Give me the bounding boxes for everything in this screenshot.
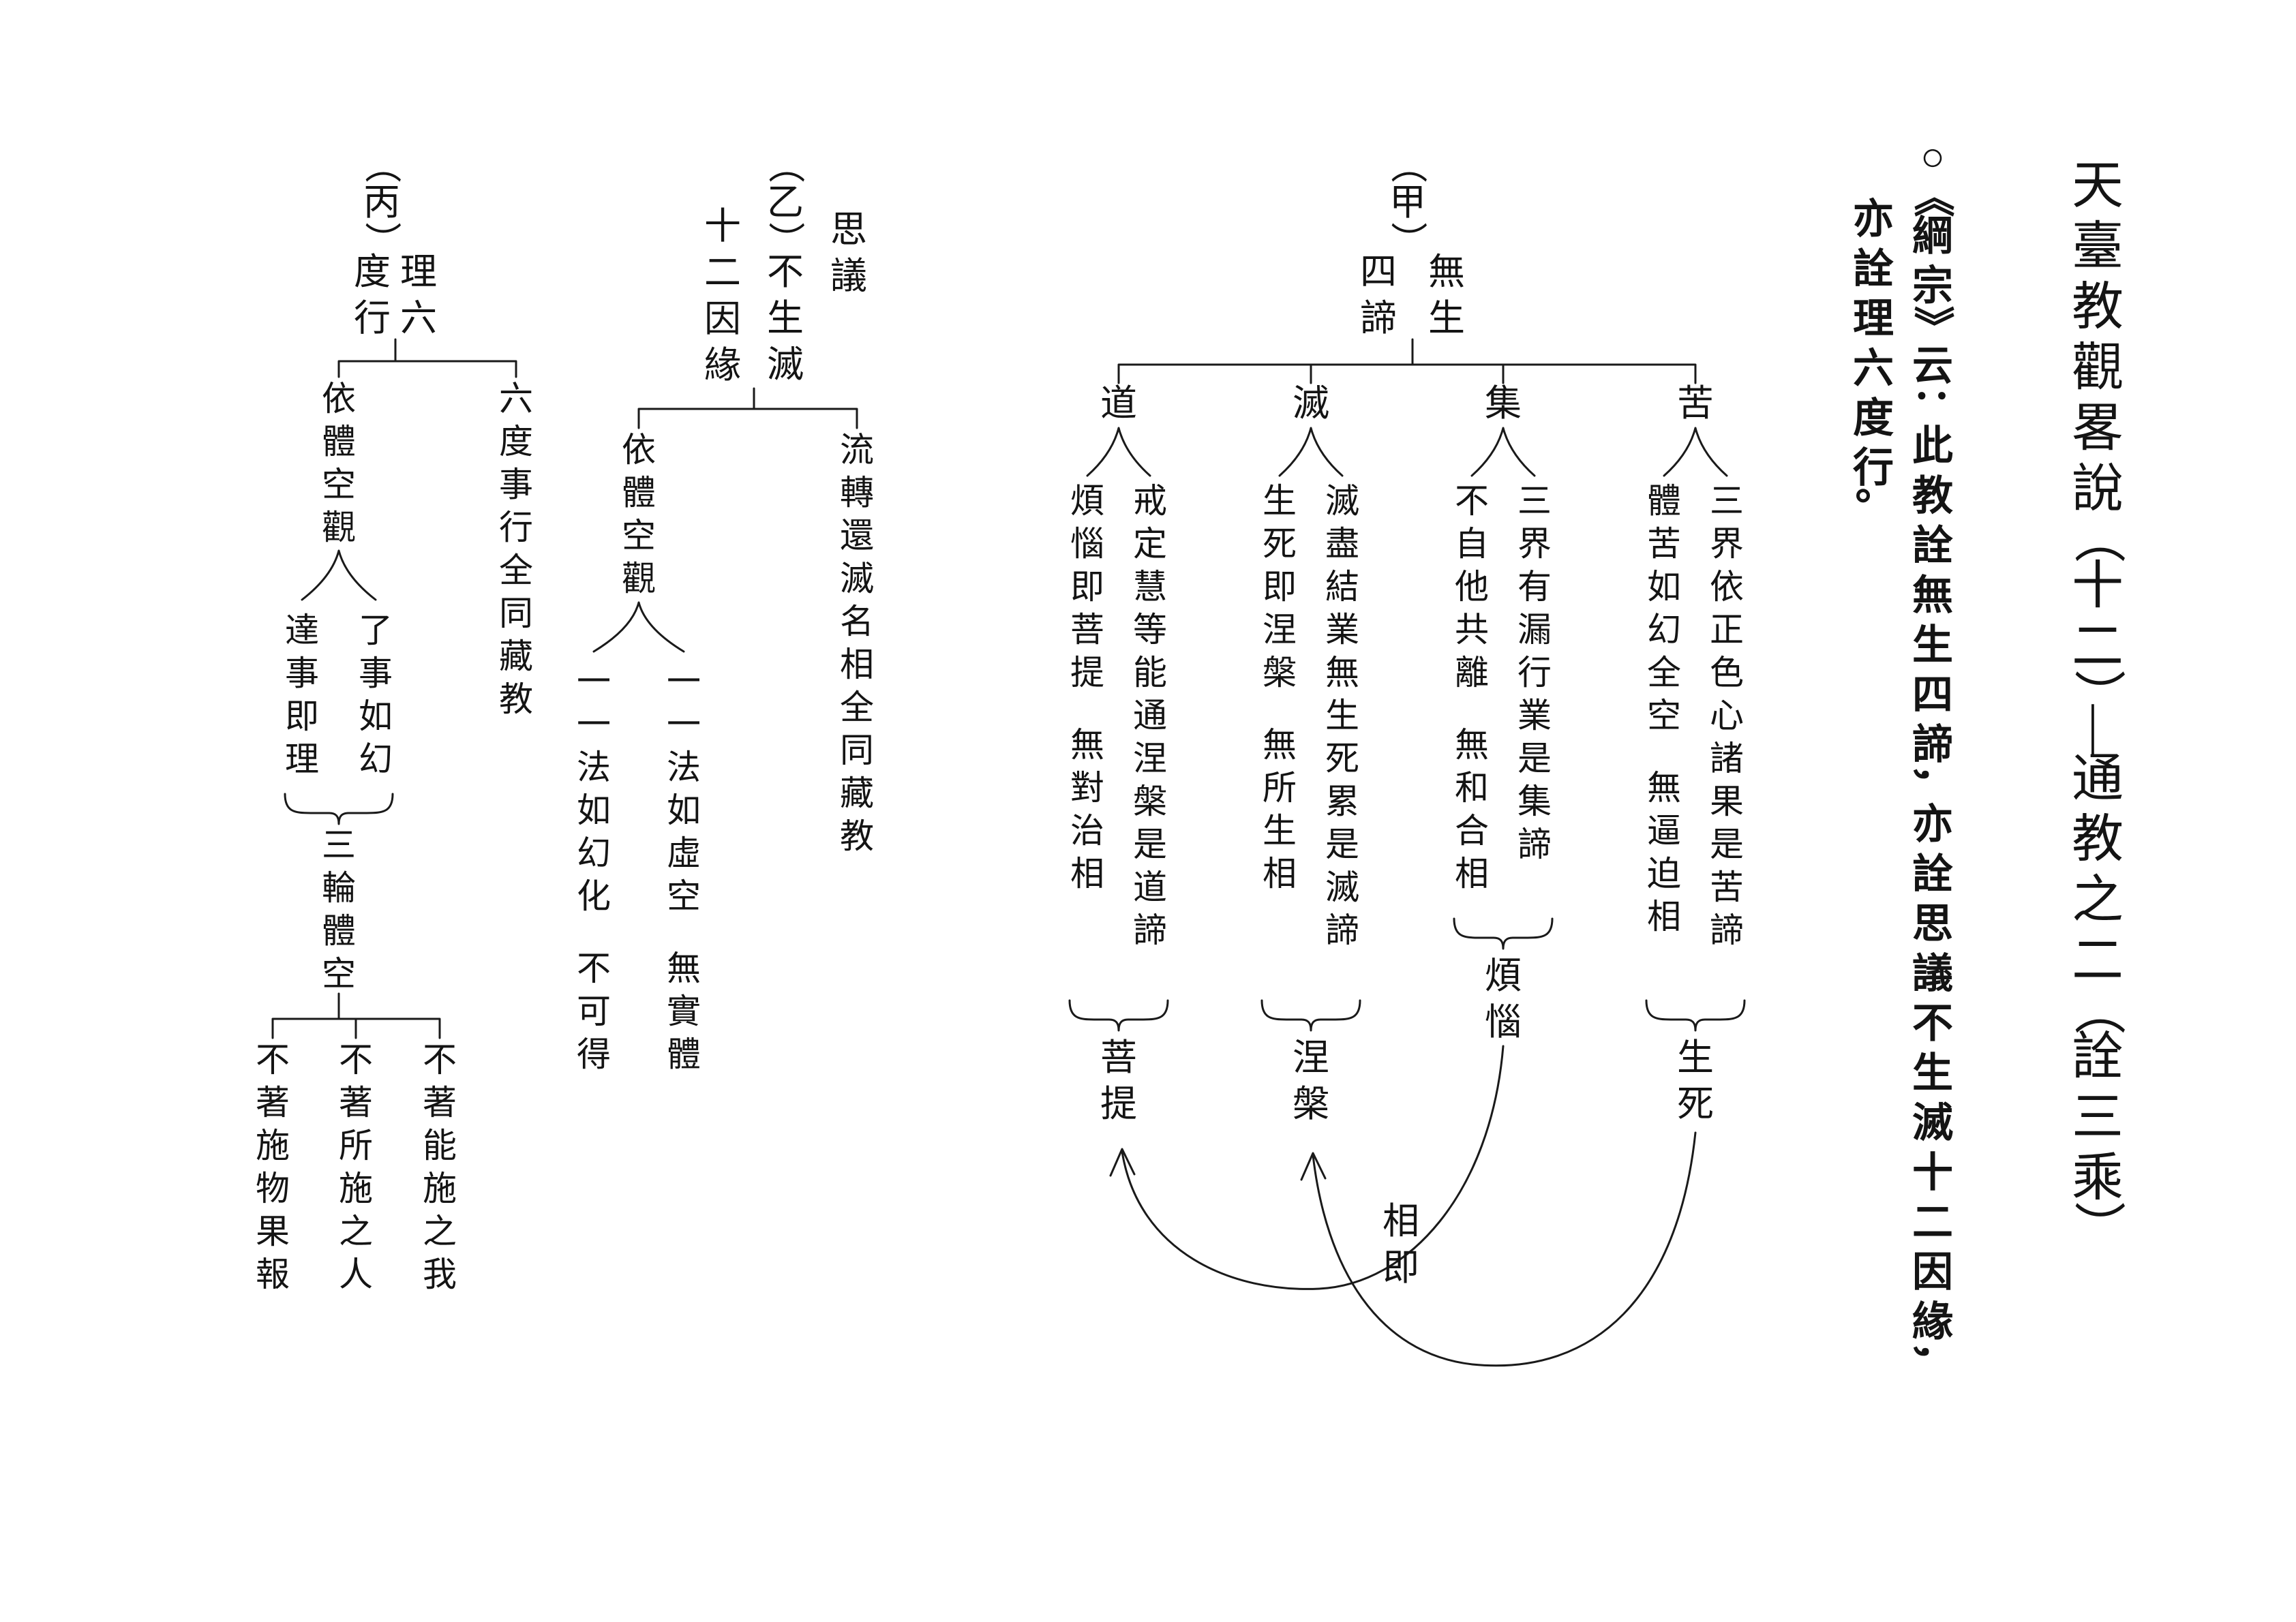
jia-branch-dao-right: 戒定慧等能通涅槃是道諦 (1133, 482, 1167, 949)
bing-leaf-receiver: 不著所施之人 (339, 1041, 373, 1294)
page-title: 天臺教觀畧說（十二）—通教之二（詮三乘） (2068, 157, 2126, 1253)
jia-result-shengsi: 生死 (1677, 1037, 1714, 1124)
jia-branch-mie-left: 生死即涅槃 無所生相 (1263, 482, 1297, 893)
bing-leaf-giver: 不著能施之我 (423, 1041, 457, 1294)
jia-result-puti: 菩提 (1100, 1037, 1137, 1124)
yi-title-mid: 不生滅 (767, 251, 804, 385)
jia-branch-key-mie: 滅 (1293, 383, 1329, 424)
yi-branch-right: 流轉還滅名相全同藏教 (840, 431, 874, 855)
bing-split-bracket (301, 549, 377, 601)
jia-branch-key-ji: 集 (1485, 383, 1522, 424)
jia-brace-niepan (1260, 999, 1361, 1032)
bing-merge-label: 三輪體空 (322, 826, 356, 993)
bing-tree-connectors (337, 338, 517, 378)
bing-section-label: （丙） (361, 147, 402, 259)
yi-title-right: 思議 (830, 209, 867, 296)
jia-tree-connectors (1117, 338, 1697, 384)
bing-gather-brace (284, 793, 394, 825)
jia-split-brackets (1086, 427, 1728, 477)
jia-brace-shengsi (1645, 999, 1746, 1032)
bing-sub-right: 了事如幻 (359, 611, 393, 778)
bing-branch-left: 依體空觀 (322, 380, 356, 547)
arrowhead-niepan (1300, 1152, 1327, 1181)
jia-branch-key-ku: 苦 (1677, 383, 1714, 424)
bing-branch-right: 六度事行全同藏教 (499, 380, 533, 718)
jia-branch-dao-left: 煩惱即菩提 無對治相 (1070, 482, 1104, 893)
arrowhead-puti (1109, 1148, 1136, 1177)
quote-line-2: 亦詮理六度行。 (1851, 197, 1896, 529)
jia-brace-fannao (1453, 917, 1554, 950)
jia-title-left: 四諦 (1360, 251, 1397, 339)
jia-branch-ji-left: 不自他共離 無和合相 (1455, 482, 1489, 893)
jia-title-right: 無生 (1428, 251, 1465, 339)
bing-leaf-gift: 不著施物果報 (256, 1041, 290, 1294)
jia-branch-mie-right: 滅盡結業無生死累是滅諦 (1325, 482, 1359, 949)
jia-section-label: （甲） (1387, 147, 1428, 259)
jia-result-niepan: 涅槃 (1293, 1037, 1329, 1124)
quote-line-1: ○《綱宗》云：此教詮無生四諦，亦詮思議不生滅十二因緣， (1910, 134, 1955, 1383)
jia-branch-ku-left: 體苦如幻全空 無逼迫相 (1647, 482, 1681, 936)
jia-branch-ku-right: 三界依正色心諸果是苦諦 (1710, 482, 1744, 949)
yi-sub-right: 一一法如虛空 無實體 (667, 662, 701, 1073)
yi-tree-connectors (637, 387, 858, 429)
yi-section-label: （乙） (764, 147, 806, 259)
jia-brace-puti (1068, 999, 1169, 1032)
jia-result-fannao: 煩惱 (1485, 955, 1522, 1043)
jia-branch-key-dao: 道 (1100, 383, 1137, 424)
yi-split-bracket (592, 601, 685, 653)
jia-branch-ji-right: 三界有漏行業是集諦 (1517, 482, 1552, 863)
arrow-fannao-to-puti (1121, 1045, 1505, 1290)
arrow-shengsi-to-niepan (1312, 1131, 1697, 1367)
yi-title-left: 十二因緣 (704, 206, 741, 386)
yi-branch-left: 依體空觀 (622, 431, 656, 598)
yi-sub-left: 一一法如幻化 不可得 (577, 662, 611, 1073)
bing-title-left: 度行 (354, 251, 391, 339)
jia-relation-label: 相即 (1383, 1201, 1419, 1288)
bing-leaf-connectors (271, 992, 441, 1039)
bing-sub-left: 達事即理 (285, 611, 319, 778)
bing-title-right: 理六 (400, 251, 437, 339)
